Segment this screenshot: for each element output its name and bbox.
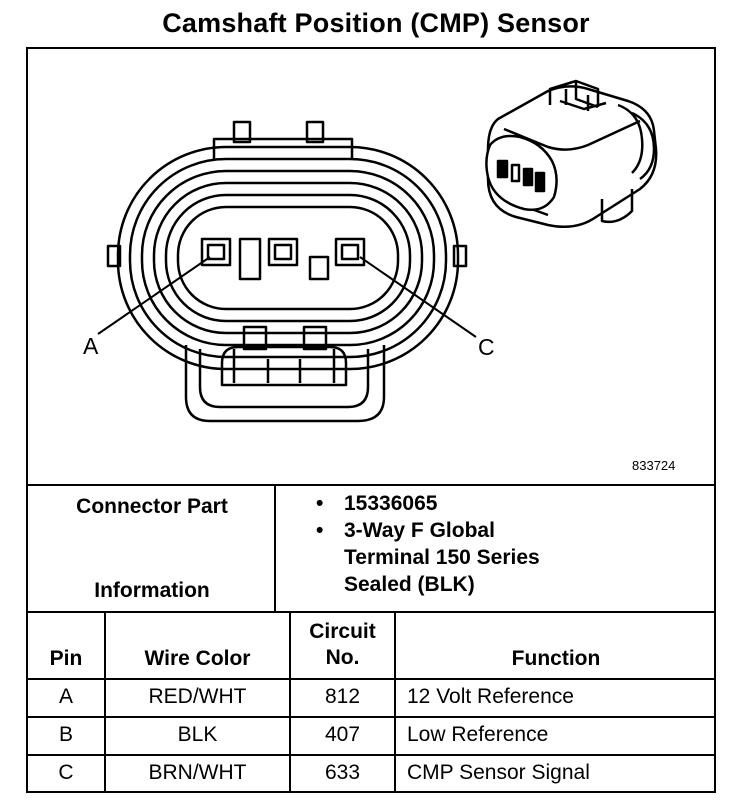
table-top-rule [26, 484, 716, 486]
header-function: Function [511, 647, 601, 670]
info-divider [274, 484, 276, 612]
table-cell-function: Low Reference [407, 723, 549, 746]
connector-info-label: Connector Part Information [28, 486, 276, 612]
connector-info-bullets: 15336065 3-Way F Global Terminal 150 Ser… [314, 490, 540, 598]
leader-line-c [359, 256, 477, 338]
lock-housing-inner [198, 349, 370, 409]
key-slot-left [238, 237, 262, 281]
lock-latch [220, 345, 348, 387]
diagram-frame [26, 47, 716, 793]
bullet-line: 15336065 [344, 492, 438, 515]
housing-ring-3 [140, 169, 436, 347]
bullet-line: 3-Way F Global [344, 519, 495, 542]
top-tab-right [305, 120, 325, 144]
side-nub-left [106, 244, 122, 268]
bullet-part-number: 15336065 [314, 490, 540, 517]
table-cell-circuit: 407 [324, 723, 361, 746]
leader-line-a [97, 256, 211, 335]
table-cell-wire-color: BLK [177, 723, 218, 746]
top-tab-left [232, 120, 252, 144]
table-cell-pin: B [58, 723, 73, 746]
figure-id: 833724 [632, 458, 676, 473]
connector-info-line: Connector Part [76, 495, 228, 518]
connector-info-line: Information [94, 579, 210, 602]
side-nub-right [452, 244, 468, 268]
table-cell-pin: C [58, 761, 74, 784]
bullet-line: Terminal 150 Series [344, 546, 540, 569]
housing-ring-2 [128, 157, 448, 359]
col-divider-1 [104, 611, 106, 793]
header-pin: Pin [49, 647, 83, 670]
pin-label-a: A [83, 333, 99, 359]
connector-iso-view [485, 79, 658, 228]
housing-outer [116, 145, 460, 371]
housing-ring-5 [164, 193, 412, 323]
header-circuit: Circuit No. [291, 619, 394, 671]
table-cell-circuit: 812 [324, 685, 361, 708]
terminal-c [334, 237, 366, 267]
terminal-a [200, 237, 232, 267]
top-boss [212, 137, 354, 159]
table-cell-function: 12 Volt Reference [407, 685, 574, 708]
connector-diagram [97, 79, 658, 423]
row-rule-3 [26, 754, 716, 756]
header-wire-color: Wire Color [144, 647, 251, 670]
housing-ring-6 [176, 205, 400, 311]
table-cell-wire-color: RED/WHT [148, 685, 247, 708]
header-circuit-line2: No. [325, 646, 360, 669]
page-title: Camshaft Position (CMP) Sensor [162, 8, 590, 38]
header-circuit-line1: Circuit [309, 620, 376, 643]
table-cell-circuit: 633 [324, 761, 361, 784]
bullet-terminal-series: 3-Way F Global Terminal 150 Series Seale… [314, 517, 540, 598]
key-slot-center [308, 255, 330, 281]
terminal-b [267, 237, 299, 267]
bullet-line: Sealed (BLK) [344, 573, 475, 596]
col-divider-2 [289, 611, 291, 793]
housing-ring-4 [152, 181, 424, 335]
table-cell-wire-color: BRN/WHT [148, 761, 247, 784]
row-rule-1 [26, 678, 716, 680]
header-top-rule [26, 611, 716, 613]
table-cell-function: CMP Sensor Signal [407, 761, 590, 784]
table-cell-pin: A [58, 685, 73, 708]
pin-label-c: C [478, 334, 495, 360]
row-rule-2 [26, 716, 716, 718]
lock-housing-outer [184, 345, 386, 423]
col-divider-3 [394, 611, 396, 793]
